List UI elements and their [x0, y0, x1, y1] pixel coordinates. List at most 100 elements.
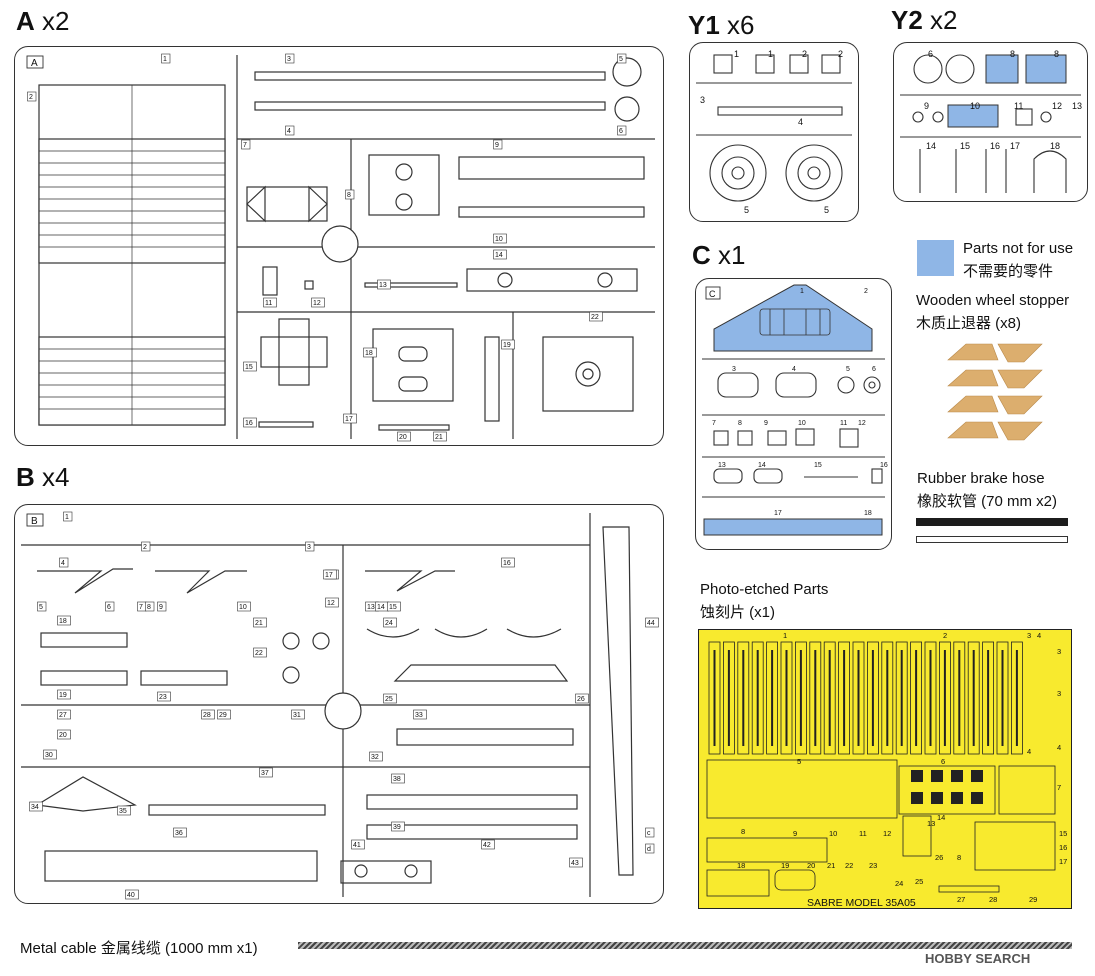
photo-etched-strip: [838, 641, 851, 755]
sprue-b-part-number: 37: [261, 770, 269, 777]
photo-etched-title-en: Photo-etched Parts: [700, 581, 829, 598]
photo-etched-strip: [780, 641, 793, 755]
sprue-y1-part-number: 5: [824, 205, 829, 215]
sprue-y1-heading: Y1 x6: [688, 10, 755, 40]
photo-etched-strip: [708, 641, 721, 755]
photo-etched-part-number: 4: [1037, 631, 1041, 640]
sprue-b-part-number: 34: [31, 804, 39, 811]
sprue-a-heading: A x2: [16, 6, 70, 36]
sprue-a-part-number-box: [493, 233, 507, 244]
sprue-c-heading: C x1: [692, 240, 746, 270]
sprue-b-part-number-box: [157, 601, 167, 612]
sprue-a-part-number-box: [433, 431, 447, 442]
sprue-b-part-number: 44: [647, 620, 655, 627]
sprue-b-part-number-box: [37, 601, 47, 612]
sprue-b-part-number: d: [647, 846, 651, 853]
sprue-b-part-number: 39: [393, 824, 401, 831]
sprue-b-part-number-box: [141, 541, 151, 552]
sprue-b-part-number: 33: [415, 712, 423, 719]
sprue-a-part-number-box: [243, 417, 257, 428]
sprue-b-part-number-box: [387, 601, 401, 612]
sprue-b-part-number-box: [291, 709, 305, 720]
sprue-c-part-number: 2: [864, 288, 868, 295]
unused-parts-label-zh: 不需要的零件: [963, 263, 1054, 280]
sprue-a-part-number: 21: [435, 434, 443, 441]
sprue-b-part-number: 18: [59, 618, 67, 625]
photo-etched-part-number: 13: [927, 819, 935, 828]
sprue-a-part-number-box: [377, 279, 391, 290]
sprue-b-part-number: 6: [107, 604, 111, 611]
sprue-y2-part-number: 6: [928, 49, 933, 59]
sprue-c-part-number: 1: [800, 288, 804, 295]
sprue-c-part-number: 6: [872, 366, 876, 373]
sprue-b-part-number-box: [391, 821, 405, 832]
sprue-b-part-number: c: [647, 830, 651, 837]
sprue-b-part-number-box: [117, 805, 131, 816]
sprue-c-part-number: 16: [880, 462, 888, 469]
sprue-c-part-number: 3: [732, 366, 736, 373]
sprue-a-part-number: 5: [619, 56, 623, 63]
photo-etched-part-number: 3: [1027, 631, 1031, 640]
photo-etched-part-number: 14: [937, 813, 945, 822]
sprue-b-part-number: 35: [119, 808, 127, 815]
sprue-b-part-number-box: [369, 751, 383, 762]
sprue-a-part-number: 17: [345, 416, 353, 423]
sprue-b-part-number: 26: [577, 696, 585, 703]
photo-etched-strip: [795, 641, 807, 755]
wheel-stopper-label-zh: 木质止退器 (x8): [916, 315, 1022, 332]
sprue-b-part-number: 19: [59, 692, 67, 699]
sprue-c-part-number: 5: [846, 366, 850, 373]
sprue-b-part-number: 10: [239, 604, 247, 611]
sprue-b-tag: B: [31, 516, 38, 527]
photo-etched-part-number: 22: [845, 861, 853, 870]
sprue-b-part-number: 40: [127, 892, 135, 899]
sprue-a-part-number: 6: [619, 128, 623, 135]
photo-etched-part-number: 7: [1057, 783, 1061, 792]
sprue-b-part-number-box: [59, 557, 69, 568]
sprue-c-part-number: 9: [764, 420, 768, 427]
watermark: HOBBY SEARCH: [925, 951, 1031, 966]
unused-parts-swatch: [917, 240, 954, 276]
photo-etched-strip: [881, 641, 894, 755]
sprue-c-part-number: 15: [814, 462, 822, 469]
photo-etched-part-number: 12: [883, 829, 891, 838]
photo-etched-part-number: 19: [781, 861, 789, 870]
sprue-a-part-number-box: [397, 431, 411, 442]
sprue-a-part-number: 14: [495, 252, 503, 259]
sprue-c-part-number: 10: [798, 420, 806, 427]
sprue-b-part-number-box: [125, 889, 139, 900]
sprue-a-part-number: 18: [365, 350, 373, 357]
photo-etched-strip: [938, 641, 951, 755]
photo-etched-strip: [996, 641, 1009, 755]
sprue-a-part-number-box: [161, 53, 171, 64]
sprue-b-part-number-box: [383, 617, 397, 628]
photo-etched-strip: [866, 641, 879, 755]
sprue-c-tag: C: [709, 289, 716, 299]
photo-etched-part-number: 23: [869, 861, 877, 870]
sprue-b-part-number: 16: [503, 560, 511, 567]
photo-etched-strip: [924, 641, 937, 755]
sprue-a-part-number: 3: [287, 56, 291, 63]
unused-parts-label-en: Parts not for use: [963, 240, 1074, 257]
sprue-b-frame: B 12345678910111213141516171819202122232…: [14, 504, 664, 904]
photo-etched-part-number: 3: [1057, 689, 1061, 698]
photo-etched-part-number: 3: [1057, 647, 1061, 656]
sprue-b-part-number: 4: [61, 560, 65, 567]
sprue-b-part-number-box: [145, 601, 155, 612]
sprue-b-part-number-box: [201, 709, 215, 720]
sprue-c-part-number: 18: [864, 510, 872, 517]
sprue-a-part-number: 11: [265, 300, 272, 307]
photo-etched-strip: [751, 641, 764, 755]
sprue-y2-part-number: 18: [1050, 141, 1060, 151]
sprue-b-heading: B x4: [16, 462, 70, 492]
sprue-a-part-number-box: [311, 297, 325, 308]
sprue-a-tag: A: [31, 58, 38, 69]
sprue-b-part-number-box: [217, 709, 231, 720]
sprue-b-part-number-box: [323, 569, 337, 580]
